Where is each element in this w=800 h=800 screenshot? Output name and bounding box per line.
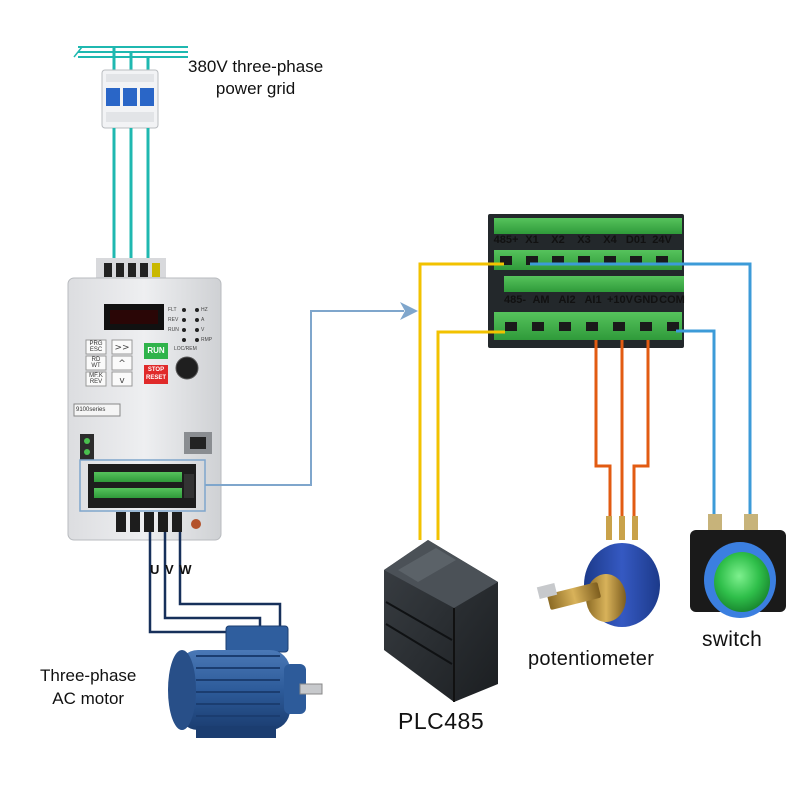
power-grid-label: 380V three-phase power grid (188, 57, 324, 98)
led-label-locrem: LOC/REM (174, 346, 197, 352)
prg-esc-key: PRG ESC (89, 341, 103, 353)
terminal-label-ai1: AI1 (584, 294, 602, 306)
led-label-v: V (201, 327, 205, 333)
svg-text:^: ^ (118, 359, 126, 369)
led-label-rev: REV (168, 317, 179, 323)
terminal-label-am: AM (532, 294, 550, 306)
push-button-switch-icon (690, 514, 786, 618)
plc-label: PLC485 (398, 708, 485, 734)
terminal-label-x2: X2 (551, 234, 565, 246)
ac-motor-icon (168, 625, 323, 738)
model-series-label: 9100series (76, 407, 106, 413)
terminal-label-com: COM (659, 294, 685, 306)
led-label-run: RUN (168, 327, 179, 333)
zoom-arrow (205, 302, 418, 486)
switch-label: switch (702, 628, 763, 651)
frequency-inverter-icon: >> ^ v (67, 258, 222, 541)
terminal-label-485minus: 485- (503, 294, 527, 306)
led-label-a: A (201, 317, 205, 323)
rs485-wires (418, 262, 505, 540)
terminal-label-x1: X1 (525, 234, 539, 246)
circuit-breaker-icon (101, 47, 159, 129)
terminal-label-x3: X3 (577, 234, 591, 246)
terminal-label-ai2: AI2 (558, 294, 576, 306)
led-label-flt: FLT (168, 307, 177, 313)
potentiometer-wires (594, 340, 650, 522)
led-label-rmp: RMP (201, 337, 213, 343)
power-grid-lines (73, 46, 188, 58)
terminal-label-d01: D01 (625, 234, 647, 246)
terminal-label-x4: X4 (603, 234, 617, 246)
rd-wt-key: RD WT (91, 357, 101, 369)
switch-wires (530, 262, 752, 518)
plc-icon (384, 540, 498, 702)
potentiometer-icon (536, 516, 660, 627)
breaker-to-inverter-wires (112, 128, 150, 272)
svg-text:v: v (119, 376, 125, 386)
motor-label: Three-phase AC motor (40, 666, 137, 708)
run-button: RUN (144, 343, 168, 359)
potentiometer-label: potentiometer (528, 648, 655, 670)
led-label-hz: HZ (201, 307, 208, 313)
terminal-label-gnd: GND (633, 294, 659, 306)
terminal-label-485plus: 485+ (493, 234, 519, 246)
stop-reset-button: STOP RESET (144, 365, 168, 384)
mfk-rev-key: MF.K REV (89, 373, 103, 385)
terminal-label-24v: 24V (652, 234, 672, 246)
terminal-label-10v: +10V (607, 294, 633, 306)
svg-text:>>: >> (114, 343, 129, 353)
uvw-label: U V W (150, 562, 193, 577)
